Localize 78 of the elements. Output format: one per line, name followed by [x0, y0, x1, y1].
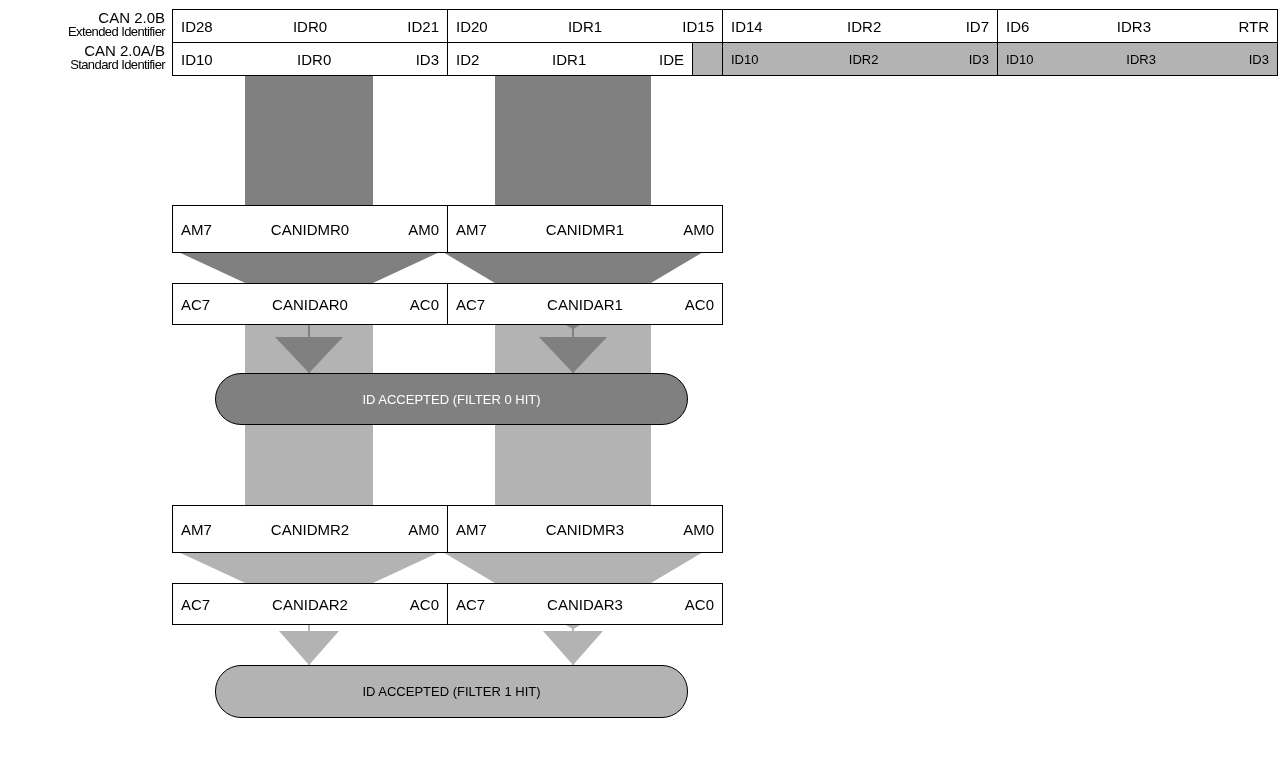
bit-label: AM7 [181, 520, 212, 538]
register-name: CANIDAR3 [547, 595, 623, 613]
register-name: IDR0 [297, 50, 332, 68]
bit-label: AC7 [181, 595, 211, 613]
register-cell [722, 42, 998, 76]
data-flow-band [495, 325, 651, 373]
register-name: IDR2 [848, 51, 879, 67]
bit-label: ID7 [965, 17, 989, 35]
bit-label: ID14 [731, 17, 763, 35]
data-flow-band [245, 76, 373, 205]
register-name: IDR3 [1116, 17, 1151, 35]
bit-label: AM0 [683, 220, 714, 238]
flow-arrow [279, 624, 339, 666]
row-label: CAN 2.0B [97, 10, 165, 25]
register-name: IDR1 [552, 50, 587, 68]
bit-label: AM7 [181, 220, 212, 238]
bit-label: AC0 [684, 595, 714, 613]
bit-label: ID15 [682, 17, 714, 35]
bit-label: ID21 [407, 17, 439, 35]
register-cell [172, 283, 448, 325]
row-label: Extended Identifier [67, 25, 165, 38]
bit-label: ID3 [1248, 51, 1269, 67]
bit-label: AC0 [409, 295, 439, 313]
result-text: ID ACCEPTED (FILTER 1 HIT) [362, 684, 541, 699]
register-name: CANIDMR1 [545, 220, 625, 238]
bit-label: ID3 [968, 51, 989, 67]
bit-label: AM0 [408, 220, 439, 238]
data-flow-band [245, 325, 373, 373]
row-label: CAN 2.0A/B [83, 43, 165, 58]
bit-label: AM0 [408, 520, 439, 538]
bit-label: AC0 [684, 295, 714, 313]
register-name: IDR1 [567, 17, 603, 35]
result-pill [215, 373, 688, 425]
bit-label: AC7 [181, 295, 211, 313]
register-name: CANIDAR1 [547, 295, 623, 313]
bit-label: ID6 [1006, 17, 1030, 35]
data-flow-band [245, 425, 373, 505]
register-cell [172, 583, 448, 625]
bit-label: AM0 [683, 520, 714, 538]
result-pill [215, 665, 688, 718]
bit-label: ID2 [456, 50, 480, 68]
register-name: CANIDMR3 [545, 520, 625, 538]
register-cell [172, 205, 448, 253]
register-name: CANIDMR0 [270, 220, 350, 238]
row-label: Standard Identifier [69, 58, 165, 71]
register-cell [997, 9, 1278, 43]
bit-label: ID28 [181, 17, 213, 35]
bit-label: AM7 [456, 520, 487, 538]
bit-label: ID10 [181, 50, 213, 68]
register-name: CANIDAR0 [272, 295, 348, 313]
flow-arrow [444, 252, 702, 330]
register-cell [172, 9, 448, 43]
bit-label: ID10 [731, 51, 759, 67]
bit-label: AC7 [456, 295, 486, 313]
register-name: IDR2 [847, 17, 882, 35]
bit-label: AC7 [456, 595, 486, 613]
bit-label: AM7 [456, 220, 487, 238]
register-cell [447, 583, 723, 625]
register-cell [447, 283, 723, 325]
bit-label: AC0 [409, 595, 439, 613]
register-cell [172, 505, 448, 553]
bit-label: IDE [658, 50, 684, 68]
register-cell [447, 205, 723, 253]
bit-label: ID3 [415, 50, 439, 68]
flow-arrow [275, 324, 343, 374]
flow-arrow [444, 552, 702, 630]
register-cell [997, 42, 1278, 76]
register-name: CANIDMR2 [270, 520, 350, 538]
register-name: IDR3 [1126, 51, 1156, 67]
register-cell [447, 505, 723, 553]
register-cell [172, 42, 448, 76]
result-text: ID ACCEPTED (FILTER 0 HIT) [362, 391, 541, 407]
register-name: IDR0 [292, 17, 328, 35]
shaded-cell [692, 42, 723, 76]
register-name: CANIDAR2 [272, 595, 348, 613]
bit-label: ID20 [456, 17, 488, 35]
bit-label: ID10 [1006, 51, 1034, 67]
bit-label: RTR [1238, 17, 1269, 35]
